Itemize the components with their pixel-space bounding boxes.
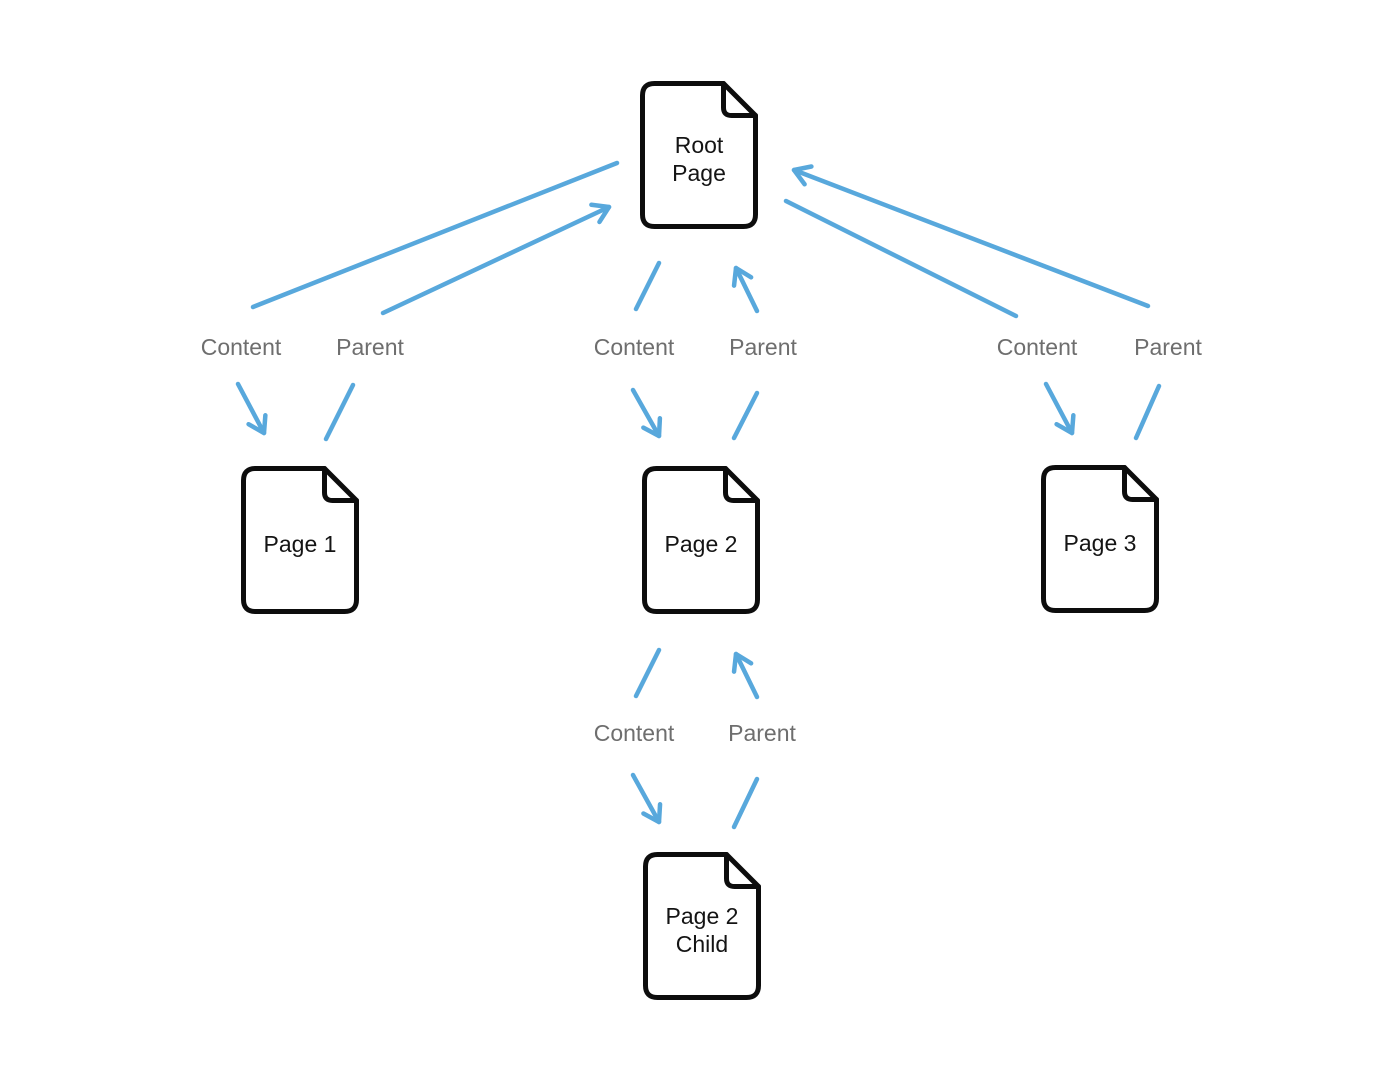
edge-root-page2-parent-arrow: [731, 265, 760, 314]
edge-root-page1-content-line-upper: [250, 160, 620, 310]
node-label-page-2: Page 2: [664, 531, 738, 557]
node-root-page: Root Page: [640, 81, 758, 229]
edge-label-root-page3-parent: Parent: [1134, 334, 1202, 360]
edge-root-page1-parent-arrow: [380, 202, 612, 316]
document-icon: [642, 466, 760, 614]
edge-root-page2-content-line-upper: [633, 260, 662, 312]
node-label-root-page: Root Page: [672, 132, 726, 186]
node-page-2-child: Page 2 Child: [643, 852, 761, 1000]
document-icon: [241, 466, 359, 614]
edge-label-root-page2-parent: Parent: [729, 334, 797, 360]
node-label-page-1: Page 1: [263, 531, 337, 557]
edge-root-page3-parent-arrow: [791, 164, 1151, 309]
document-icon: [643, 852, 761, 1000]
edge-label-root-page3-content: Content: [996, 334, 1078, 360]
node-label-page-2-child: Page 2 Child: [665, 903, 739, 957]
node-page-2: Page 2: [642, 466, 760, 614]
edge-root-page2-content-arrow: [630, 387, 663, 439]
edge-page2-child-parent-line-lower: [731, 776, 760, 830]
document-icon: [640, 81, 758, 229]
edge-page2-child-parent-arrow: [731, 651, 760, 700]
edge-label-root-page2-content: Content: [593, 334, 675, 360]
edge-root-page1-parent-line-lower: [323, 382, 356, 442]
node-page-3: Page 3: [1041, 465, 1159, 613]
edge-page2-child-content-arrow: [630, 772, 663, 825]
document-icon: [1041, 465, 1159, 613]
edge-label-page2-child-content: Content: [593, 720, 675, 746]
edge-label-root-page1-content: Content: [200, 334, 282, 360]
edge-label-root-page1-parent: Parent: [336, 334, 404, 360]
edge-label-page2-child-parent: Parent: [728, 720, 796, 746]
node-label-page-3: Page 3: [1063, 530, 1137, 556]
edge-root-page3-content-line-upper: [783, 198, 1019, 319]
node-page-1: Page 1: [241, 466, 359, 614]
edge-root-page3-content-arrow: [1043, 381, 1076, 436]
edge-root-page1-content-arrow: [235, 381, 268, 436]
edge-root-page3-parent-line-lower: [1133, 383, 1162, 441]
edge-page2-child-content-line-upper: [633, 647, 662, 699]
edge-root-page2-parent-line-lower: [731, 390, 760, 441]
